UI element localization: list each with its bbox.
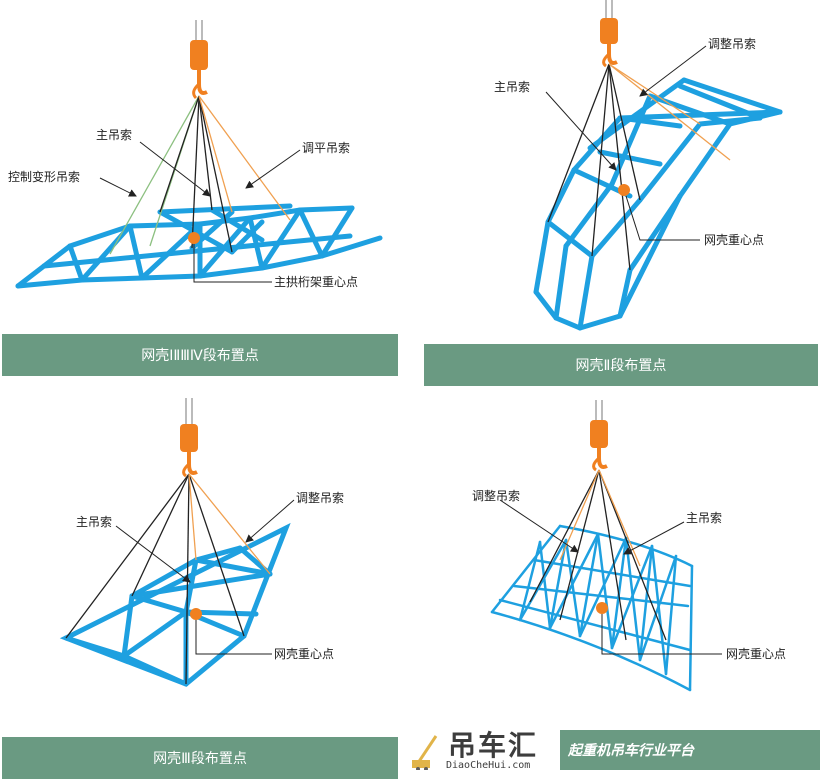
label-main-sling-2: 主吊索	[494, 80, 530, 94]
panel-3: 主吊索 调整吊索 网壳重心点	[59, 398, 344, 687]
watermark-url: DiaoCheHui.com	[446, 760, 531, 771]
crane-hook-1	[190, 20, 208, 100]
label-leveling-sling-1: 调平吊索	[302, 141, 350, 155]
leaders-2	[545, 45, 707, 241]
cog-marker-2	[618, 184, 630, 196]
caption-panel-4: 起重机吊车行业平台	[560, 730, 820, 770]
cog-marker-3	[190, 608, 202, 620]
label-deform-control-sling-1: 控制变形吊索	[8, 169, 80, 184]
caption-panel-2: 网壳Ⅱ段布置点	[424, 344, 818, 386]
truss-1	[15, 203, 383, 289]
leaders-4	[499, 499, 722, 655]
leaders-3	[115, 499, 295, 655]
truss-2	[533, 77, 783, 331]
label-adjust-sling-3: 调整吊索	[296, 490, 344, 505]
cog-marker-4	[596, 602, 608, 614]
caption-panel-3: 网壳Ⅲ段布置点	[2, 737, 398, 779]
label-main-sling-3: 主吊索	[76, 515, 112, 529]
panel-2: 调整吊索 主吊索 网壳重心点	[494, 0, 783, 331]
truss-3	[59, 522, 291, 687]
watermark: 吊车汇 DiaoCheHui.com	[406, 722, 558, 778]
slings-2	[547, 63, 731, 271]
crane-logo-icon	[412, 735, 438, 770]
label-cog-1: 主拱桁架重心点	[274, 275, 358, 289]
panel-1: 主吊索 调平吊索 控制变形吊索 主拱桁架重心点	[8, 20, 383, 289]
slings-4	[529, 469, 667, 641]
label-adjust-sling-4: 调整吊索	[472, 488, 520, 503]
truss-4	[490, 524, 694, 692]
watermark-name: 吊车汇	[448, 729, 539, 762]
label-main-sling-4: 主吊索	[686, 511, 722, 525]
label-adjust-sling-2: 调整吊索	[708, 36, 756, 51]
crane-hook-4	[590, 400, 608, 472]
label-cog-4: 网壳重心点	[726, 647, 786, 661]
caption-panel-1: 网壳ⅠⅡⅢⅣ段布置点	[2, 334, 398, 376]
panel-4: 调整吊索 主吊索 网壳重心点	[472, 400, 786, 692]
crane-hook-3	[180, 398, 198, 478]
slings-1	[109, 95, 291, 255]
cog-marker-1	[188, 232, 200, 244]
label-main-sling-1: 主吊索	[96, 128, 132, 142]
label-cog-3: 网壳重心点	[274, 647, 334, 661]
leaders-1	[99, 141, 301, 283]
slings-3	[65, 473, 271, 685]
crane-hook-2	[600, 0, 618, 68]
label-cog-2: 网壳重心点	[704, 233, 764, 247]
